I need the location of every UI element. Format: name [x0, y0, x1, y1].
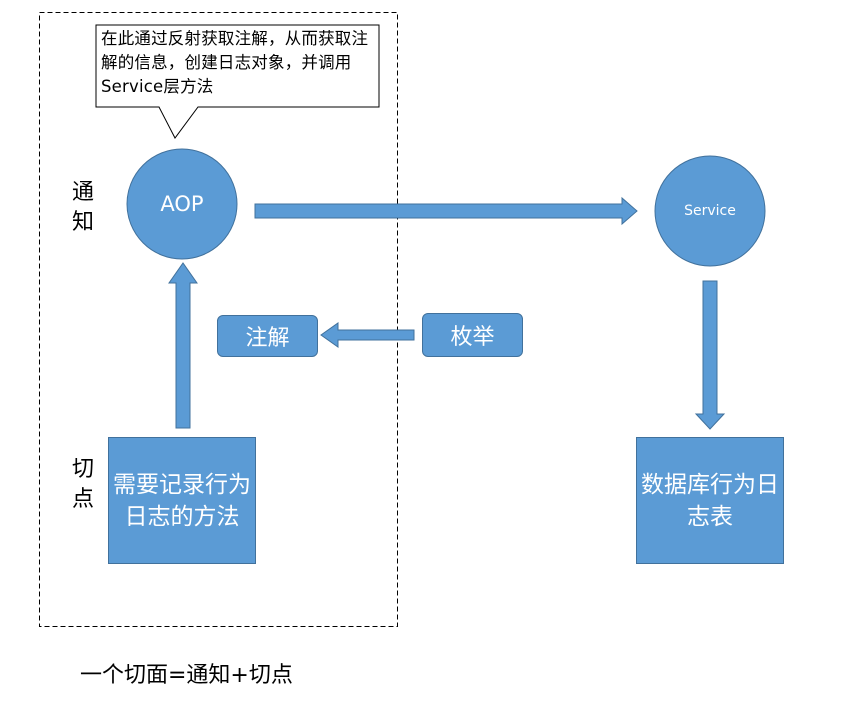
- aspect-definition-caption: 一个切面=通知+切点: [80, 663, 293, 688]
- arrow-enum-to-annotation: [320, 322, 415, 348]
- aop-node-shape: [126, 148, 238, 260]
- annotation-node: 注解: [217, 315, 318, 357]
- aspect-boundary: [39, 12, 398, 627]
- advice-label: 通知: [71, 180, 94, 235]
- pointcut-label: 切点: [71, 457, 94, 512]
- arrow-service-to-log-table: [694, 280, 726, 430]
- service-node-shape: [654, 155, 766, 267]
- arrow-aop-to-service: [254, 196, 638, 226]
- aop-node-label: AOP: [160, 192, 204, 216]
- arrow-pointcut-to-aop: [168, 262, 198, 429]
- enum-node: 枚举: [422, 313, 523, 357]
- service-node-label: Service: [684, 203, 736, 219]
- methods-to-log-node: 需要记录行为日志的方法: [108, 437, 256, 564]
- log-table-node: 数据库行为日志表: [636, 437, 784, 564]
- callout-text: 在此通过反射获取注解，从而获取注解的信息，创建日志对象，并调用Service层方…: [101, 29, 369, 96]
- callout-shape: [95, 24, 380, 139]
